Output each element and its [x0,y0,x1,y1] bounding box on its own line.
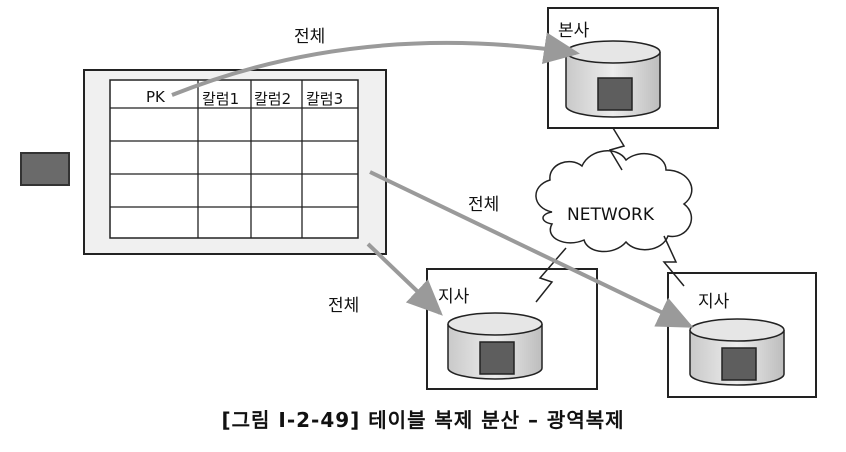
link-branch-left-network [535,247,567,303]
flow-label-head-office: 전체 [294,27,326,47]
arrow-to-head-office [171,32,580,97]
flow-label-branch-left: 전체 [328,296,360,316]
branch-right-label: 지사 [698,292,730,312]
table-header-column3: 칼럼3 [306,90,344,108]
standalone-block-icon [20,152,70,186]
table-header-column2: 칼럼2 [254,90,292,108]
network-cloud-icon [535,150,693,253]
branch-right-site [667,272,817,398]
figure-caption: [그림 Ⅰ-2-49] 테이블 복제 분산 – 광역복제 [221,408,625,432]
arrow-to-branch-right [369,170,694,328]
head-office-database-icon [565,40,661,118]
branch-right-database-icon [689,318,785,386]
link-branch-right-network [662,235,685,287]
branch-left-database-icon [447,312,543,380]
head-office-site [547,7,719,129]
source-table [83,69,387,255]
table-header-pk: PK [146,88,165,106]
branch-left-site [426,268,598,390]
flow-label-branch-right: 전체 [468,195,500,215]
link-head-office-network [608,127,626,171]
network-label: NETWORK [567,205,654,225]
table-header-column1: 칼럼1 [202,90,240,108]
branch-left-label: 지사 [438,287,470,307]
head-office-label: 본사 [558,21,590,41]
table-grid [109,79,359,239]
arrow-to-branch-left [366,242,443,316]
